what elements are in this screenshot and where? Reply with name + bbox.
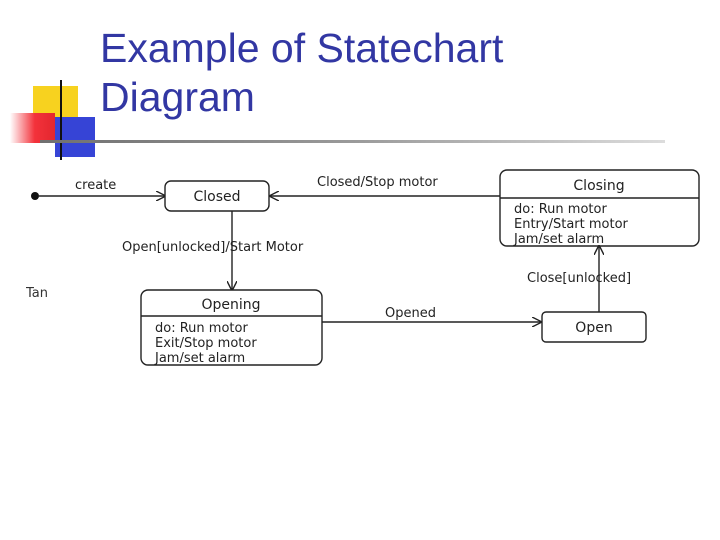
state-closed-name: Closed xyxy=(193,189,240,205)
state-closing-name: Closing xyxy=(573,178,624,194)
state-closing: Closing do: Run motor Entry/Start motor … xyxy=(499,169,700,247)
cut-off-text: Tan xyxy=(26,286,48,300)
title-underline xyxy=(40,140,665,143)
state-closed: Closed xyxy=(164,180,270,212)
slide-title-line1: Example of Statechart xyxy=(100,25,504,71)
closed-to-opening-label: Open[unlocked]/Start Motor xyxy=(122,240,304,255)
decor-vertical-line xyxy=(60,80,62,160)
state-open-name: Open xyxy=(575,320,612,336)
closing-to-closed-label: Closed/Stop motor xyxy=(317,175,438,190)
opening-to-open-label: Opened xyxy=(385,306,436,321)
state-opening-name: Opening xyxy=(201,297,260,313)
state-open: Open xyxy=(541,311,647,343)
state-opening-activity: do: Run motor xyxy=(155,321,248,336)
state-closing-activity: do: Run motor xyxy=(514,202,607,217)
initial-state-dot xyxy=(31,192,39,200)
state-opening-activity: Jam/set alarm xyxy=(154,351,245,366)
open-to-closing-label: Close[unlocked] xyxy=(527,271,631,286)
state-opening-activity: Exit/Stop motor xyxy=(155,336,257,351)
state-closing-activity: Entry/Start motor xyxy=(514,217,629,232)
slide-title: Example of Statechart Diagram xyxy=(100,24,503,122)
slide-title-line2: Diagram xyxy=(100,74,255,120)
state-closing-activity: Jam/set alarm xyxy=(513,232,604,247)
decor-red-gradient xyxy=(10,113,55,143)
create-transition-label: create xyxy=(75,178,116,193)
state-opening: Opening do: Run motor Exit/Stop motor Ja… xyxy=(140,289,323,366)
